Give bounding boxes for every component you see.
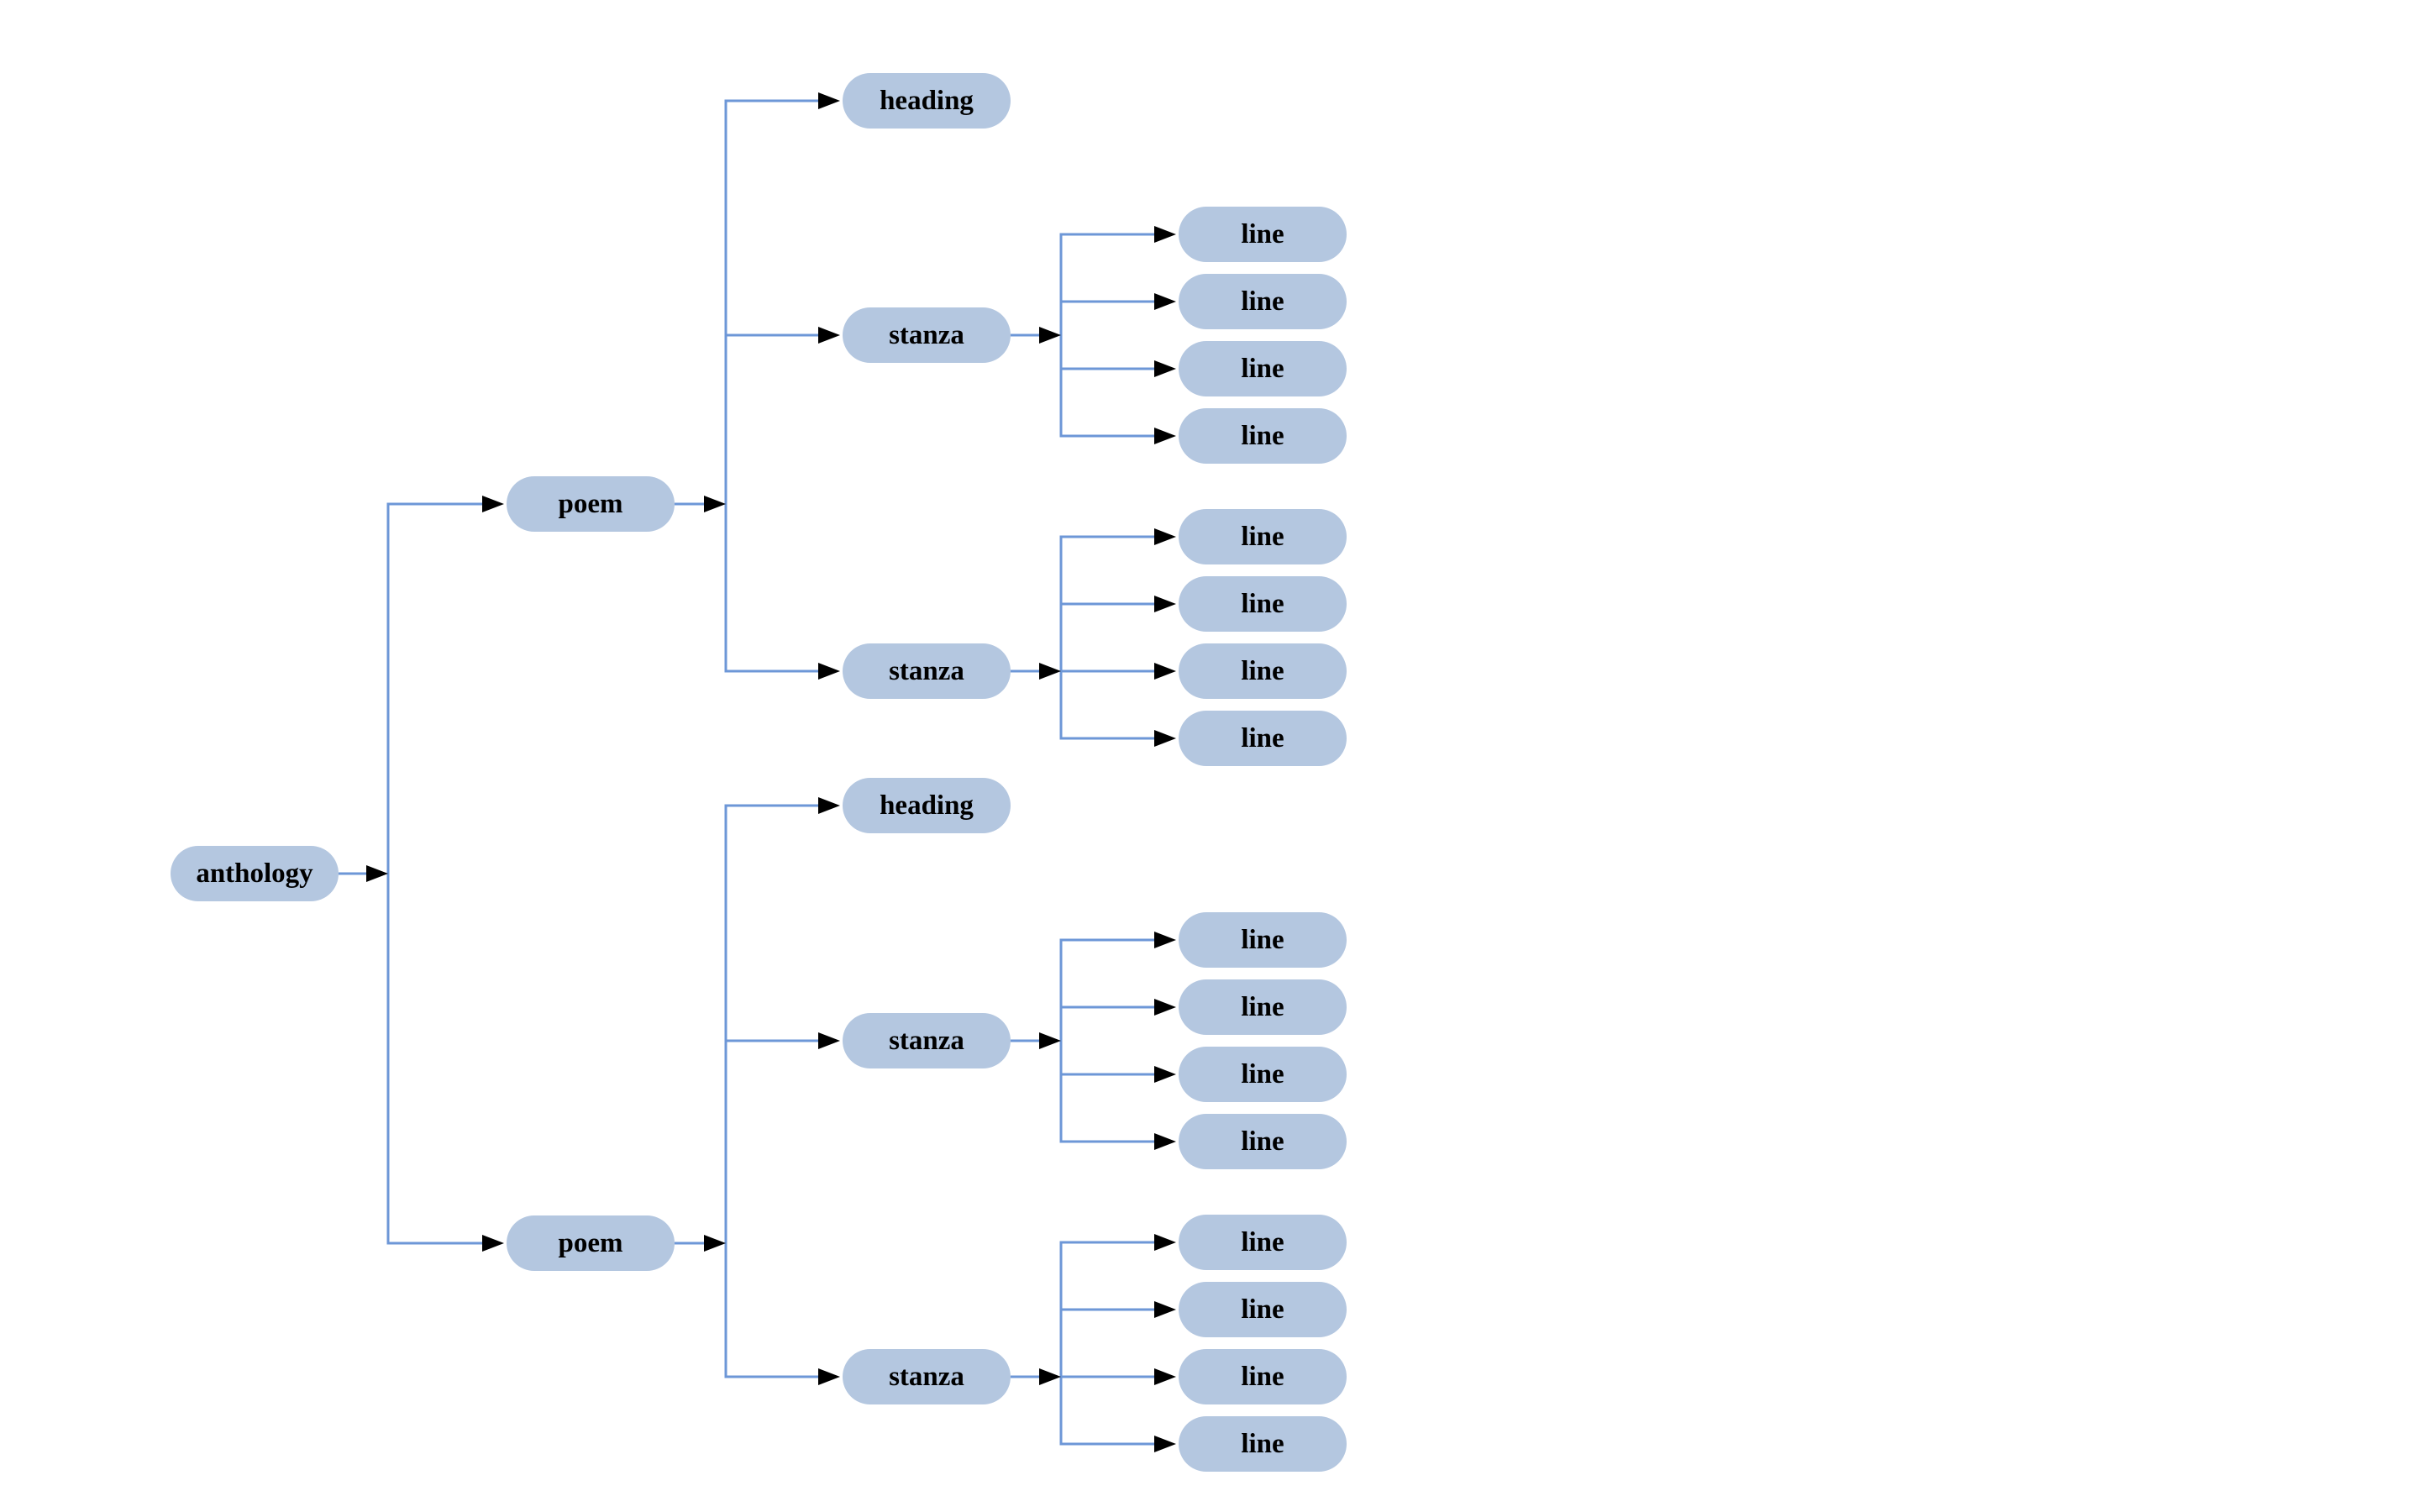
arrowhead bbox=[1154, 226, 1176, 243]
arrowhead bbox=[818, 1368, 840, 1385]
arrowhead bbox=[482, 1235, 504, 1252]
node-line-3-3: line bbox=[1179, 1047, 1347, 1102]
arrowhead bbox=[1039, 663, 1061, 680]
arrowhead bbox=[1154, 428, 1176, 444]
arrowhead bbox=[1154, 663, 1176, 680]
arrowhead bbox=[1154, 596, 1176, 612]
node-line-3-1: line bbox=[1179, 912, 1347, 968]
edge-stanza-4-children bbox=[1011, 1234, 1176, 1452]
arrowhead bbox=[1154, 1066, 1176, 1083]
arrowhead bbox=[482, 496, 504, 512]
arrowhead bbox=[1039, 1368, 1061, 1385]
node-line-1-4: line bbox=[1179, 408, 1347, 464]
arrowhead bbox=[818, 1032, 840, 1049]
arrowhead bbox=[818, 797, 840, 814]
arrowhead bbox=[1154, 999, 1176, 1016]
node-heading-2: heading bbox=[843, 778, 1011, 833]
node-anthology: anthology bbox=[171, 846, 339, 901]
edge-stanza-1-children bbox=[1011, 226, 1176, 444]
node-line-4-2: line bbox=[1179, 1282, 1347, 1337]
arrowhead bbox=[1154, 360, 1176, 377]
node-line-3-4: line bbox=[1179, 1114, 1347, 1169]
node-line-2-3: line bbox=[1179, 643, 1347, 699]
node-line-4-4: line bbox=[1179, 1416, 1347, 1472]
node-stanza-1: stanza bbox=[843, 307, 1011, 363]
node-line-3-2: line bbox=[1179, 979, 1347, 1035]
edge-stanza-2-children bbox=[1011, 528, 1176, 747]
arrowhead bbox=[1154, 293, 1176, 310]
arrowhead bbox=[1154, 1436, 1176, 1452]
node-line-4-3: line bbox=[1179, 1349, 1347, 1404]
node-stanza-4: stanza bbox=[843, 1349, 1011, 1404]
node-line-4-1: line bbox=[1179, 1215, 1347, 1270]
arrowhead bbox=[1154, 1368, 1176, 1385]
arrowhead bbox=[1154, 932, 1176, 948]
edge-poem-2-children bbox=[675, 797, 840, 1385]
arrowhead bbox=[818, 92, 840, 109]
edge-poem-1-children bbox=[675, 92, 840, 680]
arrowhead bbox=[818, 327, 840, 344]
node-line-1-2: line bbox=[1179, 274, 1347, 329]
arrowhead bbox=[704, 1235, 726, 1252]
arrowhead bbox=[1154, 730, 1176, 747]
node-stanza-2: stanza bbox=[843, 643, 1011, 699]
arrowhead bbox=[1154, 1133, 1176, 1150]
arrowhead bbox=[366, 865, 388, 882]
arrowhead bbox=[704, 496, 726, 512]
arrowhead bbox=[818, 663, 840, 680]
node-stanza-3: stanza bbox=[843, 1013, 1011, 1068]
node-line-1-1: line bbox=[1179, 207, 1347, 262]
arrowhead bbox=[1154, 1234, 1176, 1251]
arrowhead bbox=[1154, 528, 1176, 545]
node-line-2-4: line bbox=[1179, 711, 1347, 766]
node-heading-1: heading bbox=[843, 73, 1011, 129]
arrowhead bbox=[1039, 1032, 1061, 1049]
node-line-2-2: line bbox=[1179, 576, 1347, 632]
arrowhead bbox=[1039, 327, 1061, 344]
edge-stanza-3-children bbox=[1011, 932, 1176, 1150]
edge-anthology-children bbox=[339, 496, 504, 1252]
arrowhead bbox=[1154, 1301, 1176, 1318]
node-line-1-3: line bbox=[1179, 341, 1347, 396]
node-poem-1: poem bbox=[507, 476, 675, 532]
node-line-2-1: line bbox=[1179, 509, 1347, 564]
node-poem-2: poem bbox=[507, 1215, 675, 1271]
